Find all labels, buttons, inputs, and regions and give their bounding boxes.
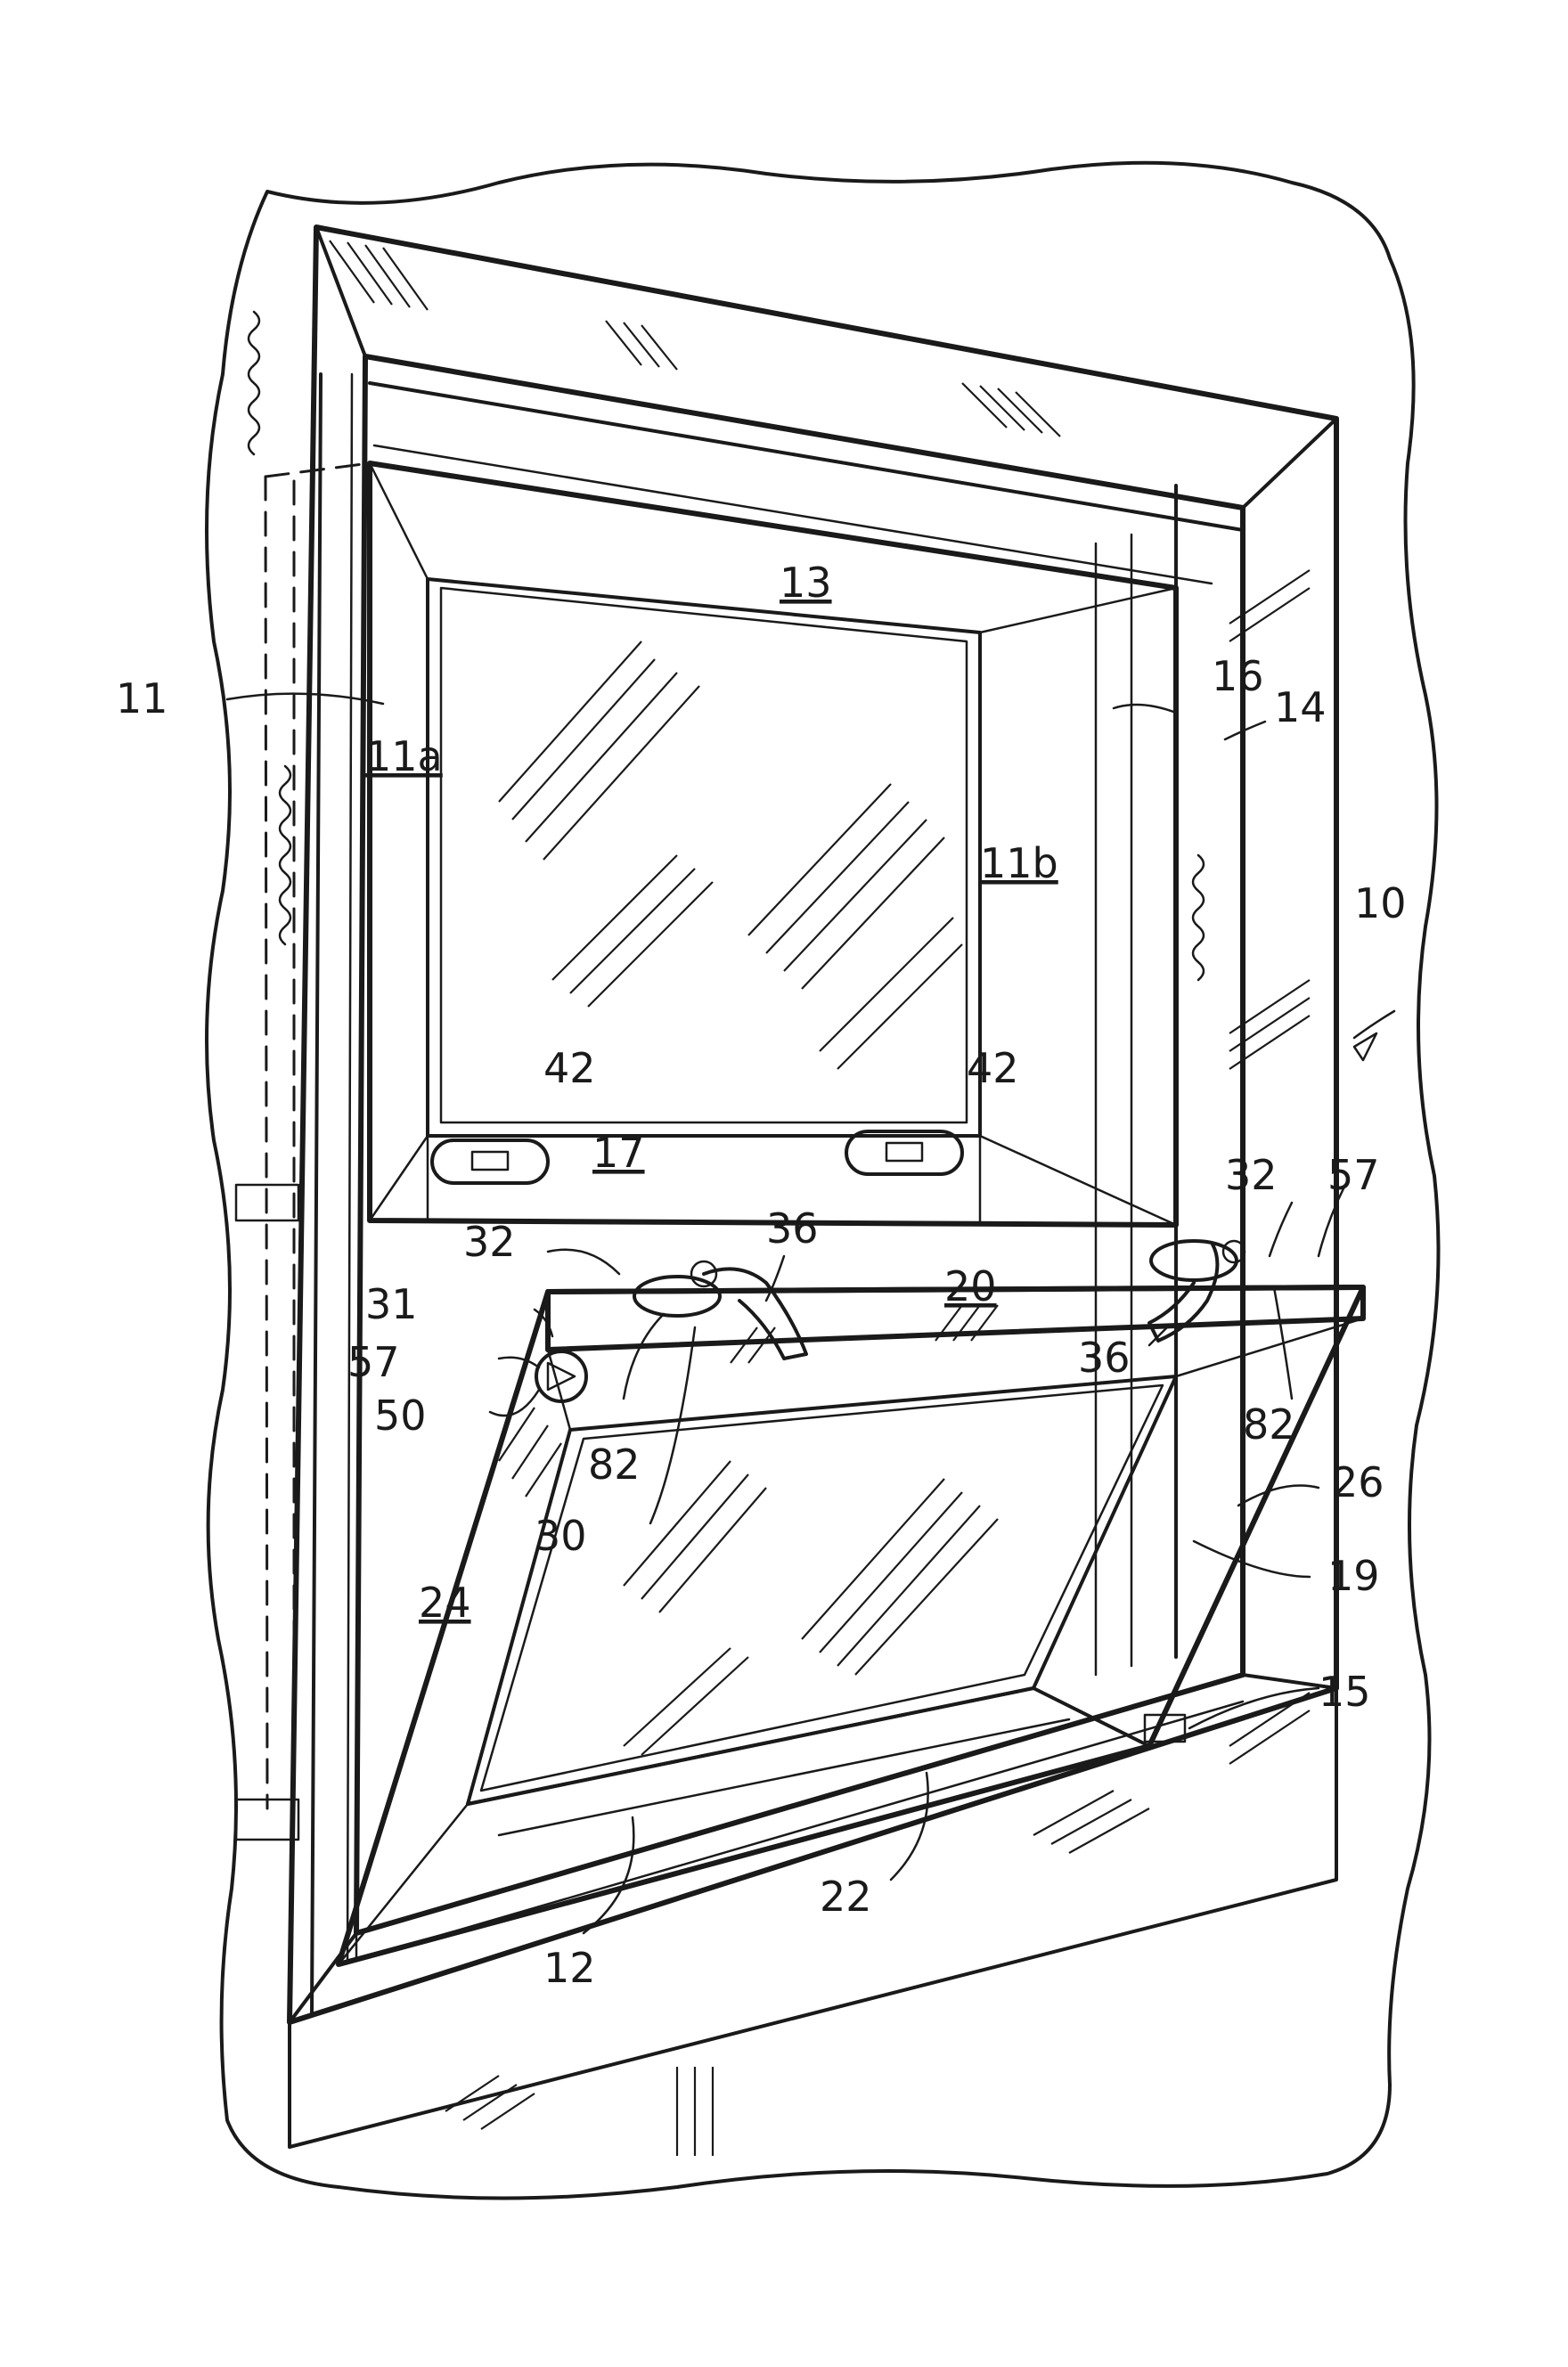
label-82-right: 82 [1243,1400,1295,1449]
frame-head-hatch [330,241,1060,437]
label-32-right: 32 [1225,1151,1278,1199]
label-42-left: 42 [543,1044,596,1092]
label-82-left: 82 [588,1441,641,1489]
upper-glass [428,579,980,1136]
label-11: 11 [116,674,168,722]
keeper-left [432,1140,548,1183]
label-20: 20 [944,1262,997,1310]
label-16: 16 [1212,652,1264,700]
upper-glass-reflection [499,641,962,1069]
balance-channel [236,463,1176,1840]
label-50: 50 [374,1392,427,1440]
label-17: 17 [592,1129,645,1177]
keeper-right [846,1131,962,1174]
label-11a: 11a [365,732,443,780]
balance-spring-right [1193,855,1204,980]
label-22: 22 [820,1873,872,1921]
label-30: 30 [535,1512,587,1560]
label-19: 19 [1327,1552,1380,1600]
label-12: 12 [543,1944,596,1992]
label-26: 26 [1332,1458,1384,1506]
label-36-right: 36 [1078,1334,1131,1382]
label-57-right: 57 [1327,1151,1380,1199]
label-10: 10 [1354,879,1407,927]
label-11b: 11b [980,839,1058,887]
label-13: 13 [780,559,832,607]
lower-glass-reflection [624,1461,998,1755]
label-24: 24 [419,1579,471,1627]
label-32-left: 32 [463,1218,516,1266]
label-14: 14 [1274,683,1327,731]
lower-sash [339,1287,1363,1964]
lower-glass [468,1376,1176,1804]
label-31: 31 [365,1280,418,1328]
balance-spring-top [249,312,259,454]
label-15: 15 [1319,1668,1371,1716]
balance-spring-mid [280,766,290,944]
label-42-right: 42 [967,1044,1019,1092]
label-57-left: 57 [347,1338,400,1386]
label-36-left: 36 [766,1204,819,1253]
